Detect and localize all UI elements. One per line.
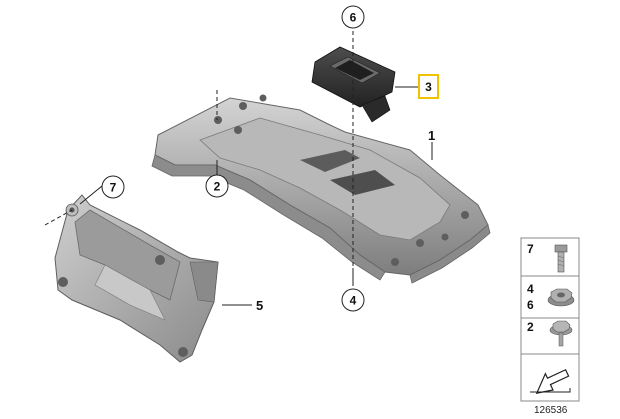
fastener-legend: 7 4 6 2	[520, 237, 580, 402]
callout-part-4: 4	[341, 288, 365, 312]
svg-text:6: 6	[350, 11, 357, 25]
svg-text:7: 7	[527, 242, 534, 256]
callout-part-7: 7	[101, 175, 125, 199]
svg-text:7: 7	[110, 181, 117, 195]
callout-part-5: 5	[256, 298, 263, 313]
bracket-part-5	[54, 194, 219, 363]
svg-text:2: 2	[214, 180, 221, 194]
svg-text:1: 1	[428, 128, 435, 143]
svg-text:4: 4	[350, 294, 357, 308]
legend-row-screw: 2	[527, 320, 573, 347]
crossmember-part-1	[151, 94, 491, 284]
nut-icon	[547, 288, 575, 307]
svg-text:4: 4	[527, 282, 534, 296]
legend-row-nut: 4 6	[527, 282, 575, 312]
callout-part-6: 6	[341, 5, 365, 29]
legend-row-bolt: 7	[527, 242, 568, 273]
svg-text:6: 6	[527, 298, 534, 312]
svg-text:5: 5	[256, 298, 263, 313]
screw-icon	[549, 320, 573, 347]
diagram-number: 126536	[534, 405, 568, 416]
callout-part-2: 2	[205, 174, 229, 198]
callout-part-1: 1	[428, 128, 435, 143]
svg-text:2: 2	[527, 320, 534, 334]
bolt-icon	[554, 244, 568, 273]
svg-text:3: 3	[425, 80, 432, 94]
callout-part-3: 3	[418, 74, 439, 99]
arrow-icon	[527, 360, 573, 394]
leader-lines	[44, 31, 433, 306]
